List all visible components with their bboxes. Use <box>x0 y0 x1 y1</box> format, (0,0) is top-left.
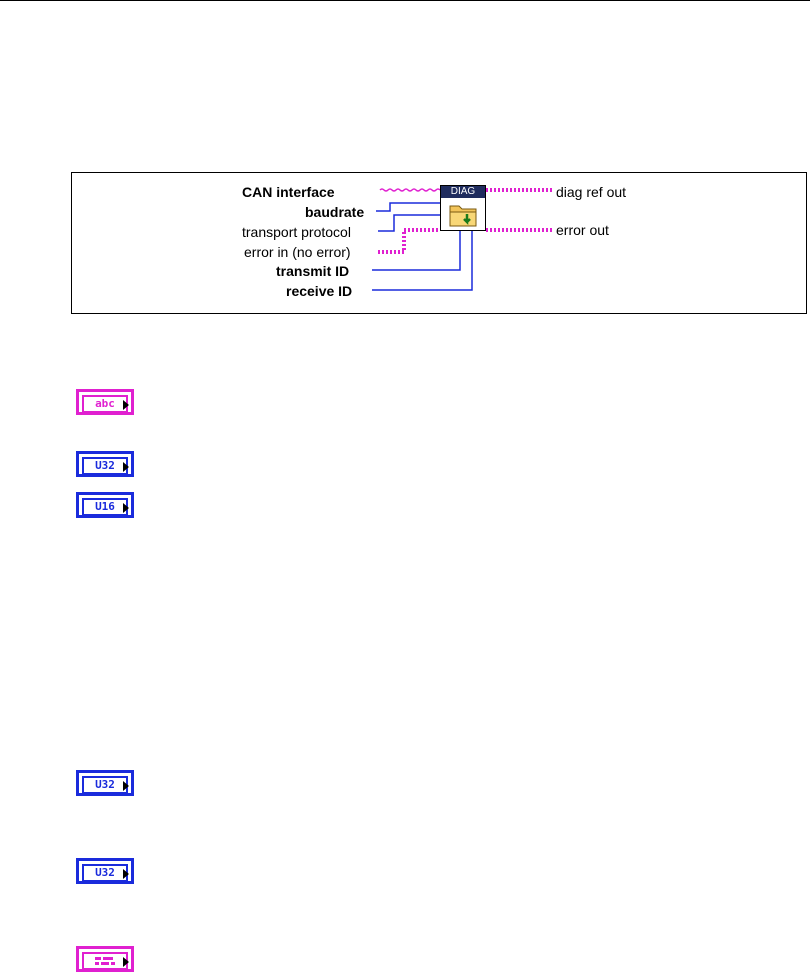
wire-baudrate <box>376 202 440 212</box>
vi-icon: DIAG <box>440 185 486 231</box>
label-error-out: error out <box>556 222 609 238</box>
label-baudrate: baudrate <box>305 204 365 220</box>
wire-can-interface <box>379 188 441 192</box>
connector-pane: CAN interface baudrate transport protoco… <box>71 172 807 314</box>
label-error-in: error in (no error) <box>244 244 351 260</box>
vi-icon-banner: DIAG <box>441 186 485 198</box>
wire-transport-protocol <box>378 214 440 232</box>
wire-receive-id <box>372 231 473 291</box>
u16-terminal-icon: U16 <box>76 492 134 518</box>
u32-terminal-icon: U32 <box>76 770 134 796</box>
u32-terminal-icon: U32 <box>76 451 134 477</box>
label-transport-protocol: transport protocol <box>242 224 351 240</box>
label-can-interface: CAN interface <box>242 184 335 200</box>
label-receive-id: receive ID <box>286 283 353 299</box>
wire-transmit-id <box>372 231 461 271</box>
u32-terminal-icon: U32 <box>76 858 134 884</box>
cluster-terminal-icon <box>76 946 134 972</box>
header-rule <box>0 0 810 1</box>
cluster-glyph-icon <box>95 957 115 965</box>
label-diag-ref-out: diag ref out <box>556 184 627 200</box>
label-transmit-id: transmit ID <box>276 263 350 279</box>
connector-wires <box>372 188 552 291</box>
folder-icon <box>449 205 477 227</box>
wire-error-in <box>378 228 440 254</box>
string-terminal-icon: abc <box>76 389 134 415</box>
